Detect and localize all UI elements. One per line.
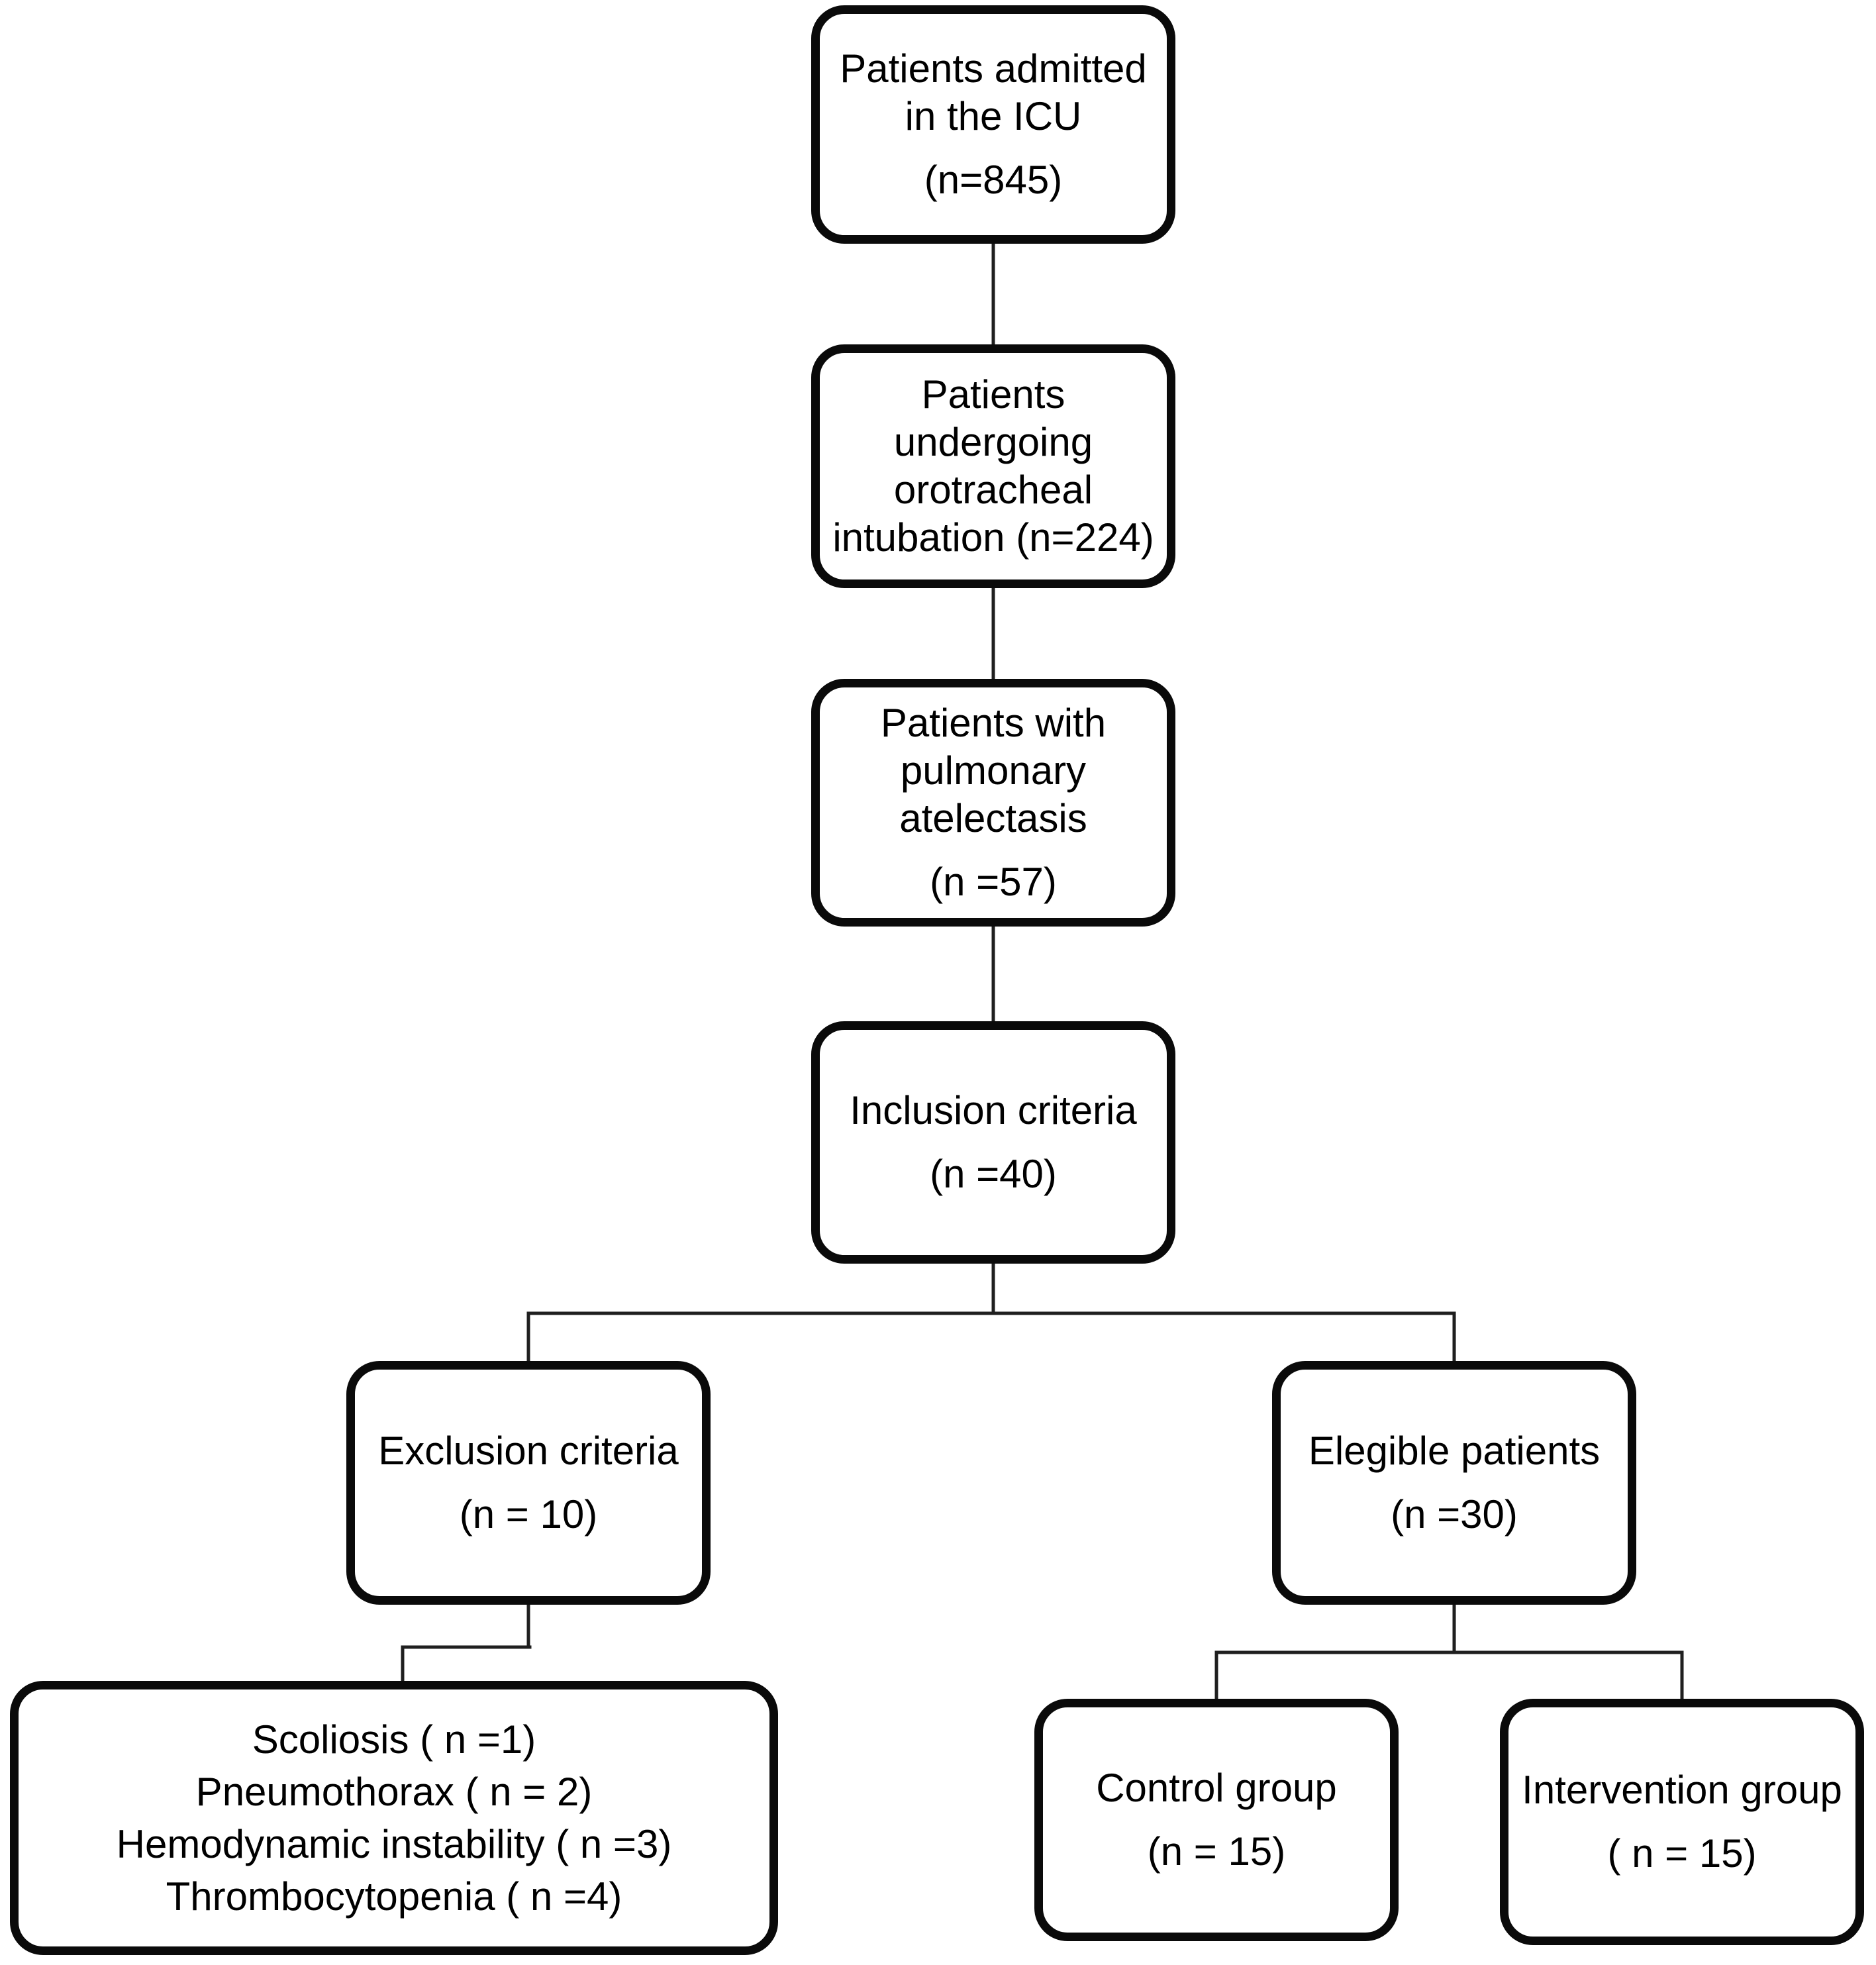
node-text: Scoliosis ( n =1) Pneumothorax ( n = 2) … [116,1717,672,1919]
flow-node-exclusion-criteria: Exclusion criteria (n = 10) [346,1361,711,1605]
node-text: Exclusion criteria [378,1429,679,1473]
node-count: (n =57) [930,860,1057,904]
node-text: Patients with pulmonary atelectasis [880,701,1107,840]
flow-node-inclusion-criteria: Inclusion criteria (n =40) [811,1021,1175,1264]
node-text: Inclusion criteria [850,1088,1137,1133]
node-count: (n = 15) [1147,1829,1286,1874]
node-count: ( n = 15) [1607,1831,1757,1876]
flow-node-control-group: Control group (n = 15) [1034,1699,1399,1941]
node-text: Elegible patients [1308,1429,1601,1473]
node-count: (n =30) [1391,1492,1518,1537]
flow-node-patients-admitted: Patients admitted in the ICU (n=845) [811,5,1175,244]
flow-node-intervention-group: Intervention group ( n = 15) [1500,1699,1864,1945]
node-text: Intervention group [1522,1768,1842,1812]
flow-node-exclusion-reasons: Scoliosis ( n =1) Pneumothorax ( n = 2) … [10,1681,778,1955]
flow-node-orotracheal-intubation: Patients undergoing orotracheal intubati… [811,344,1175,588]
flow-node-pulmonary-atelectasis: Patients with pulmonary atelectasis (n =… [811,679,1175,927]
node-count: (n = 10) [459,1492,598,1537]
node-count: (n=845) [924,158,1063,202]
flow-node-eligible-patients: Elegible patients (n =30) [1272,1361,1636,1605]
node-text: Control group [1096,1766,1337,1810]
node-text: Patients undergoing orotracheal intubati… [832,372,1154,560]
node-text: Patients admitted in the ICU [840,46,1147,138]
node-count: (n =40) [930,1152,1057,1196]
